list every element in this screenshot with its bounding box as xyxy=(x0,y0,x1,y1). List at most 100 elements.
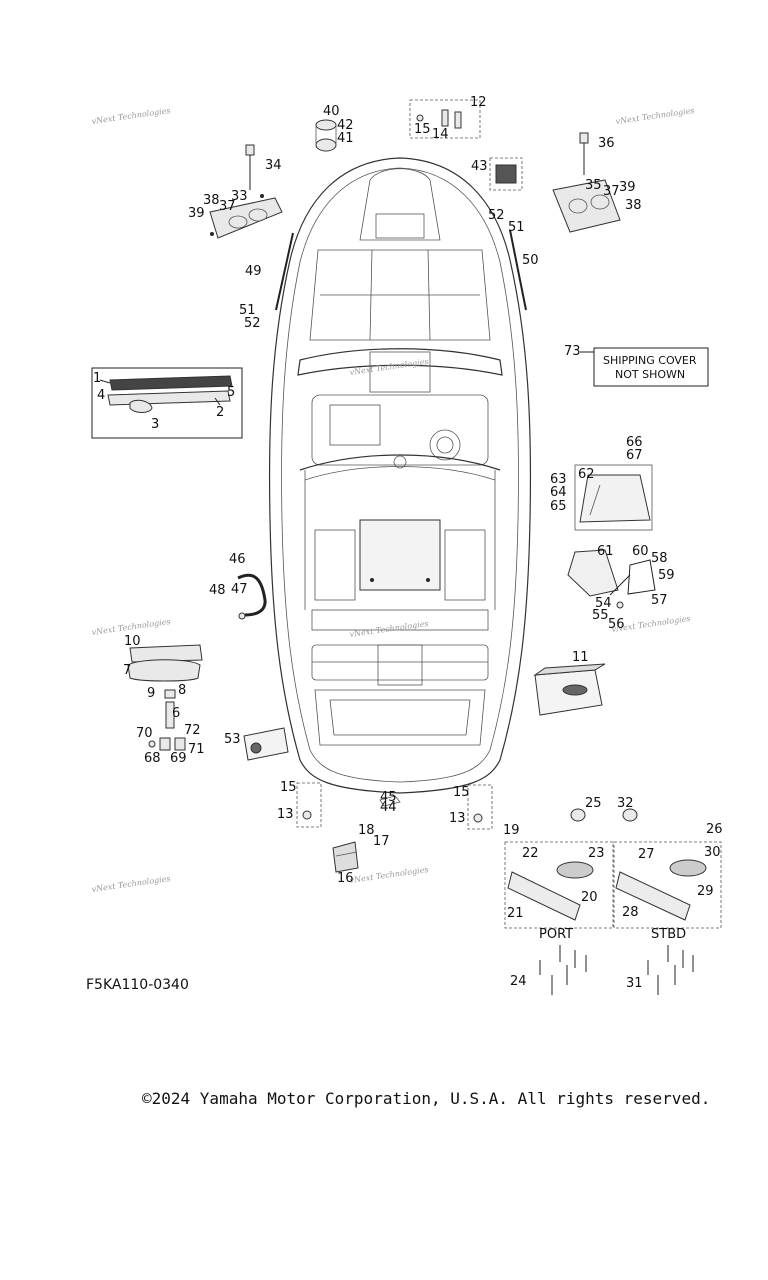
callout-3: 3 xyxy=(151,417,159,432)
callout-2: 2 xyxy=(216,405,224,420)
part-group-cupholder xyxy=(315,119,337,152)
callout-73: 73 xyxy=(564,344,581,359)
shipping-cover-label-line1: SHIPPING COVER xyxy=(603,354,697,367)
callout-44: 44 xyxy=(380,800,397,815)
callout-21: 21 xyxy=(507,906,524,921)
callout-18: 18 xyxy=(358,823,375,838)
callout-46: 46 xyxy=(229,552,246,567)
callout-70: 70 xyxy=(136,726,153,741)
shipping-cover-label-line2: NOT SHOWN xyxy=(615,368,685,381)
part-group-right-panel xyxy=(552,132,621,233)
bolt-groups xyxy=(539,945,694,995)
watermark-text: vNext Technologies xyxy=(91,874,171,894)
callout-9: 9 xyxy=(147,686,155,701)
port-label: PORT xyxy=(539,927,573,942)
part-group-62-67 xyxy=(574,464,653,531)
callout-47: 47 xyxy=(231,582,248,597)
callout-64: 64 xyxy=(550,485,567,500)
diagram-code: F5KA110-0340 xyxy=(86,977,189,993)
trim-tab-groups xyxy=(504,841,722,929)
callout-72: 72 xyxy=(184,723,201,738)
battery xyxy=(533,663,606,716)
part-group-rub-rail xyxy=(91,367,243,439)
callout-15: 15 xyxy=(414,122,431,137)
callout-54: 54 xyxy=(595,596,612,611)
callout-8: 8 xyxy=(178,683,186,698)
callout-29: 29 xyxy=(697,884,714,899)
callout-26: 26 xyxy=(706,822,723,837)
callout-52: 52 xyxy=(488,208,505,223)
callout-42: 42 xyxy=(337,118,354,133)
callout-39: 39 xyxy=(619,180,636,195)
callout-68: 68 xyxy=(144,751,161,766)
callout-52: 52 xyxy=(244,316,261,331)
callout-55: 55 xyxy=(592,608,609,623)
callout-67: 67 xyxy=(626,448,643,463)
stbd-label: STBD xyxy=(651,927,686,942)
callout-39: 39 xyxy=(188,206,205,221)
callout-20: 20 xyxy=(581,890,598,905)
callout-27: 27 xyxy=(638,847,655,862)
callout-56: 56 xyxy=(608,617,625,632)
callout-13: 13 xyxy=(449,811,466,826)
copyright-notice: ©2024 Yamaha Motor Corporation, U.S.A. A… xyxy=(142,1089,711,1108)
callout-62: 62 xyxy=(578,467,595,482)
callout-4: 4 xyxy=(97,388,105,403)
callout-37: 37 xyxy=(219,199,236,214)
callout-28: 28 xyxy=(622,905,639,920)
callout-30: 30 xyxy=(704,845,721,860)
callout-14: 14 xyxy=(432,127,449,142)
part-group-54-61 xyxy=(567,549,656,609)
part-group-43 xyxy=(489,157,523,191)
callout-58: 58 xyxy=(651,551,668,566)
callout-41: 41 xyxy=(337,131,354,146)
callout-24: 24 xyxy=(510,974,527,989)
callout-49: 49 xyxy=(245,264,262,279)
callout-6: 6 xyxy=(172,706,180,721)
callout-17: 17 xyxy=(373,834,390,849)
callout-51: 51 xyxy=(239,303,256,318)
callout-22: 22 xyxy=(522,846,539,861)
callout-5: 5 xyxy=(227,385,235,400)
part-group-rods xyxy=(275,229,527,311)
callout-19: 19 xyxy=(503,823,520,838)
callout-16: 16 xyxy=(337,871,354,886)
callout-34: 34 xyxy=(265,158,282,173)
callout-43: 43 xyxy=(471,159,488,174)
boat-hull-drawing xyxy=(268,157,532,794)
callout-60: 60 xyxy=(632,544,649,559)
callout-69: 69 xyxy=(170,751,187,766)
callout-45: 45 xyxy=(380,790,397,805)
callout-15: 15 xyxy=(453,785,470,800)
callout-40: 40 xyxy=(323,104,340,119)
callout-53: 53 xyxy=(224,732,241,747)
part-group-left-panel xyxy=(209,144,283,239)
callout-38: 38 xyxy=(203,193,220,208)
callout-37: 37 xyxy=(603,184,620,199)
part-group-cleat xyxy=(127,644,203,751)
callout-36: 36 xyxy=(598,136,615,151)
callout-10: 10 xyxy=(124,634,141,649)
callout-35: 35 xyxy=(585,178,602,193)
callout-61: 61 xyxy=(597,544,614,559)
callout-66: 66 xyxy=(626,435,643,450)
watermark-text: vNext Technologies xyxy=(349,357,429,377)
part-group-latch xyxy=(409,99,481,139)
callout-48: 48 xyxy=(209,583,226,598)
callout-25: 25 xyxy=(585,796,602,811)
watermark-text: vNext Technologies xyxy=(91,106,171,126)
part-group-53 xyxy=(243,727,289,761)
callout-65: 65 xyxy=(550,499,567,514)
part-group-bottom-center xyxy=(296,782,493,873)
callout-71: 71 xyxy=(188,742,205,757)
callout-11: 11 xyxy=(572,650,589,665)
watermark-text: vNext Technologies xyxy=(615,106,695,126)
watermark-text: vNext Technologies xyxy=(349,865,429,885)
callout-31: 31 xyxy=(626,976,643,991)
callout-15: 15 xyxy=(280,780,297,795)
callout-59: 59 xyxy=(658,568,675,583)
callout-38: 38 xyxy=(625,198,642,213)
callout-51: 51 xyxy=(508,220,525,235)
